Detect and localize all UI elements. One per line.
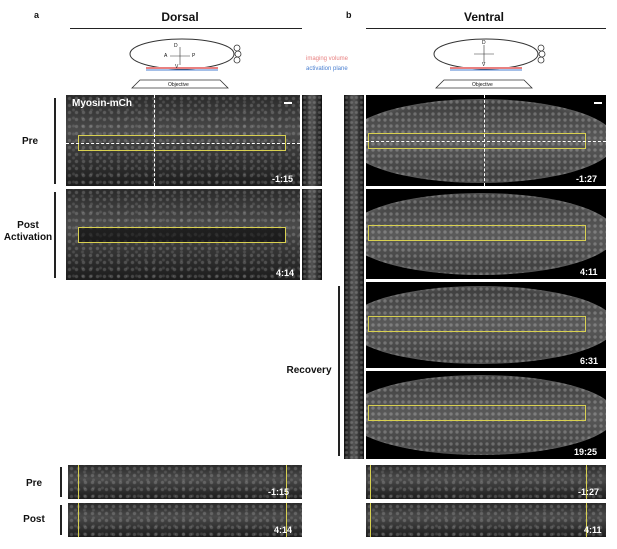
panel-letter-a: a [34, 10, 40, 20]
dorsal-title: Dorsal [161, 10, 199, 24]
bottom-post-bracket [60, 505, 62, 535]
panel-letter-b: b [346, 10, 352, 20]
dorsal-post-bracket [54, 192, 56, 278]
dorsal-pre-micrograph: Myosin-mCh -1:15 [66, 95, 300, 186]
dorsal-post-label-line2: Activation [3, 232, 53, 243]
bottom-post-label: Post [23, 514, 45, 525]
dorsal-post-micrograph: 4:14 [66, 189, 300, 280]
myosin-label: Myosin-mCh [72, 98, 132, 109]
dorsal-pre-time: -1:15 [272, 174, 294, 184]
ventral-side-strip [344, 95, 364, 459]
ventral-post-micrograph: 4:11 [366, 189, 606, 279]
ventral-objective-label: Objective [472, 82, 493, 88]
dorsal-objective-label: Objective [168, 82, 189, 88]
dorsal-schematic: D V A P Objective [120, 34, 260, 94]
ventral-recovery-2-micrograph: 19:25 [366, 371, 606, 459]
bottom-dorsal-pre-time: -1:15 [268, 487, 290, 497]
ventral-pre-micrograph: -1:27 [366, 95, 606, 186]
bottom-pre-label: Pre [25, 478, 43, 489]
ventral-axis-top: D [482, 40, 486, 46]
dorsal-axis-bottom: V [175, 64, 179, 70]
dorsal-post-label-line1: Post [17, 220, 39, 231]
dorsal-post-side-view [302, 189, 322, 280]
dorsal-pre-bracket [54, 98, 56, 184]
ventral-time-2: 4:11 [580, 267, 598, 277]
bottom-dorsal-pre-strip: -1:15 [68, 465, 302, 499]
ventral-post-roi [368, 225, 586, 241]
ventral-recovery-1-roi [368, 316, 586, 332]
ventral-recovery-1-micrograph: 6:31 [366, 282, 606, 368]
bottom-dorsal-post-strip: 4:14 [68, 503, 302, 537]
ventral-embryo-diagram [433, 38, 546, 89]
bottom-ventral-pre-strip: -1:27 [366, 465, 606, 499]
bottom-ventral-post-time: 4:11 [584, 525, 602, 535]
dorsal-pre-side-view [302, 95, 322, 186]
dorsal-axis-left: A [164, 53, 168, 59]
bottom-ventral-post-strip: 4:11 [366, 503, 606, 537]
ventral-time-3: 6:31 [580, 356, 599, 366]
bottom-ventral-pre-time: -1:27 [578, 487, 600, 497]
ventral-axis-bottom: V [482, 62, 486, 68]
ventral-time-1: -1:27 [576, 174, 598, 184]
dorsal-post-label: Post Activation [2, 220, 54, 244]
ventral-rule [366, 28, 606, 29]
dorsal-rule [70, 28, 302, 29]
dorsal-axis-top: D [174, 43, 178, 49]
dorsal-post-roi [78, 227, 286, 243]
ventral-time-4: 19:25 [574, 447, 598, 457]
recovery-label: Recovery [286, 365, 332, 376]
legend-imaging-volume: imaging volume [306, 56, 349, 62]
scale-bar [284, 102, 292, 104]
dorsal-embryo-diagram [129, 38, 242, 89]
dorsal-post-time: 4:14 [276, 268, 295, 278]
legend-activation-plane: activation plane [306, 66, 348, 72]
recovery-bracket [338, 286, 340, 456]
ventral-schematic: D V Objective [424, 34, 564, 94]
ventral-title: Ventral [463, 10, 505, 24]
bottom-dorsal-post-time: 4:14 [274, 525, 293, 535]
bottom-pre-bracket [60, 467, 62, 497]
dorsal-pre-label: Pre [21, 136, 39, 147]
dorsal-axis-right: P [192, 53, 196, 59]
ventral-scale-bar [594, 102, 602, 104]
ventral-recovery-2-roi [368, 405, 586, 421]
